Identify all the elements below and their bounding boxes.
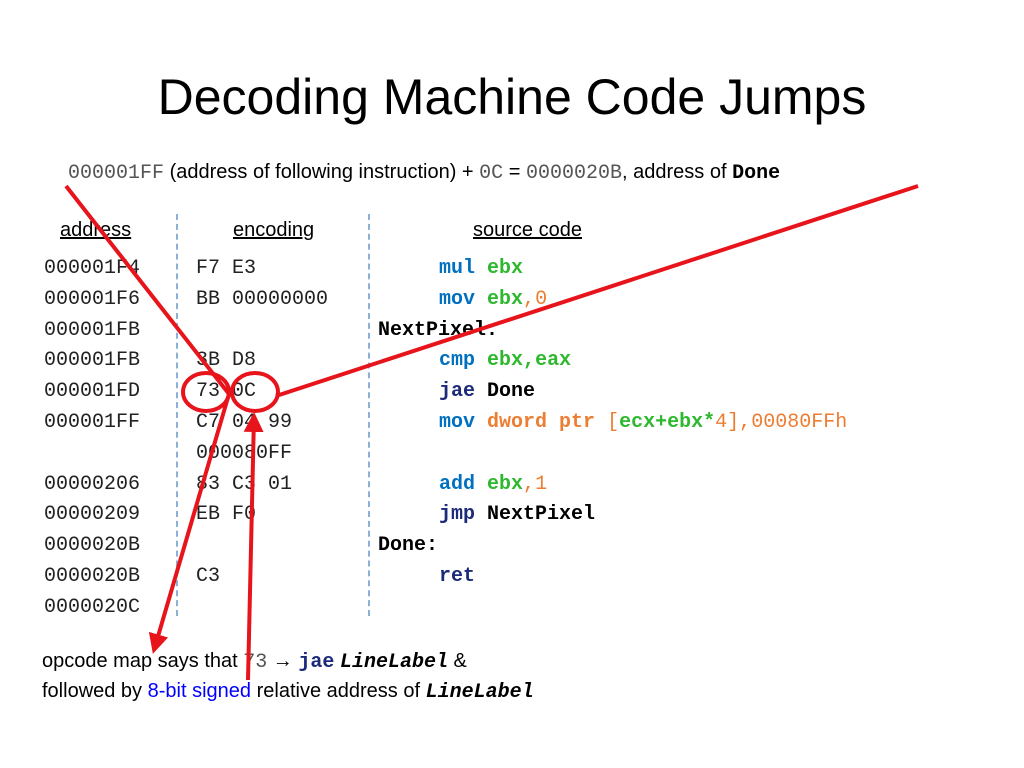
source-opcode: ret xyxy=(439,564,476,588)
source-opcode: mov xyxy=(439,410,476,434)
annotation-line-formula xyxy=(64,184,231,396)
address-cell: 000001FD xyxy=(44,380,141,404)
header-encoding: encoding xyxy=(233,219,315,241)
encoding-column: F7 E3 BB 00000000 3B D8 73 0C C7 04 99 0… xyxy=(196,254,328,624)
note-text: opcode map says that xyxy=(42,650,244,672)
formula-target: Done xyxy=(732,162,781,185)
source-immediate: 1 xyxy=(535,472,548,496)
source-comma: , xyxy=(523,472,536,496)
arrow-to-offset xyxy=(243,412,264,681)
source-label: NextPixel: xyxy=(378,318,499,342)
encoding-cell: BB 00000000 xyxy=(196,287,329,311)
source-immediate: 00080FFh xyxy=(751,410,848,434)
source-size-spec: dword ptr xyxy=(487,410,596,434)
address-cell: 000001F6 xyxy=(44,287,141,311)
address-cell: 0000020B xyxy=(44,564,141,588)
slide-title: Decoding Machine Code Jumps xyxy=(157,69,867,125)
address-cell: 00000206 xyxy=(44,472,141,496)
source-line: ret xyxy=(378,562,847,593)
source-line: Done: xyxy=(378,531,847,562)
source-line: jmp NextPixel xyxy=(378,500,847,531)
source-register: ebx xyxy=(487,257,524,280)
source-opcode: jae xyxy=(439,380,476,404)
address-cell: 000001F4 xyxy=(44,257,141,280)
source-register: ebx xyxy=(487,472,524,496)
source-register: ebx xyxy=(667,410,704,434)
source-opcode: add xyxy=(439,472,476,496)
source-bracket: [ xyxy=(607,410,620,434)
address-cell: 000001FF xyxy=(44,410,141,434)
encoding-cell: C3 xyxy=(196,564,221,588)
source-opcode: cmp xyxy=(439,349,476,373)
note-line-2: followed by 8-bit signed relative addres… xyxy=(42,676,534,708)
source-comma: , xyxy=(523,349,536,373)
note-mnemonic: jae xyxy=(298,651,335,674)
encoding-cell: F7 E3 xyxy=(196,257,257,280)
annotation-line-offset xyxy=(275,184,919,398)
source-bracket: ], xyxy=(727,410,752,434)
formula-result: 0000020B xyxy=(525,162,622,185)
address-cell: 0000020B xyxy=(44,534,141,558)
column-separator-1 xyxy=(176,214,178,616)
source-line: jae Done xyxy=(378,377,847,408)
source-plus: + xyxy=(655,410,668,434)
source-line: mov ebx,0 xyxy=(378,285,847,316)
source-scale: 4 xyxy=(715,410,728,434)
address-column: 000001F4 000001F6 000001FB 000001FB 0000… xyxy=(44,254,140,624)
formula-equals: = xyxy=(503,161,526,183)
source-register: ebx xyxy=(487,287,524,311)
header-address: address xyxy=(60,219,132,241)
address-cell: 00000209 xyxy=(44,503,141,527)
encoding-cell: 000080FF xyxy=(196,441,293,465)
source-label: Done: xyxy=(378,534,439,558)
formula-text-1: (address of following instruction) + xyxy=(164,161,480,183)
note-highlight: 8-bit signed xyxy=(147,680,252,702)
encoding-cell: 73 0C xyxy=(196,380,257,404)
source-register: eax xyxy=(535,349,572,373)
source-line: NextPixel: xyxy=(378,316,847,347)
source-column: mul ebx mov ebx,0 NextPixel: cmp ebx,eax… xyxy=(378,254,847,593)
formula-line: 000001FF (address of following instructi… xyxy=(68,158,780,188)
source-immediate: 0 xyxy=(535,287,548,311)
note-text: relative address of xyxy=(251,680,426,702)
column-separator-2 xyxy=(368,214,370,616)
source-register: ebx xyxy=(487,349,524,373)
formula-offset: 0C xyxy=(479,162,504,185)
source-jump-target: NextPixel xyxy=(487,503,596,527)
source-jump-target: Done xyxy=(487,380,536,404)
formula-text-2: , address of xyxy=(622,161,733,183)
address-cell: 000001FB xyxy=(44,318,141,342)
note-arrow: → xyxy=(267,650,299,672)
source-opcode: mov xyxy=(439,287,476,311)
note-text: followed by xyxy=(42,680,148,702)
arrow-to-opcode-note xyxy=(148,393,231,654)
encoding-cell: 83 C3 01 xyxy=(196,472,293,496)
source-opcode: mul xyxy=(439,257,476,280)
source-register: ecx xyxy=(619,410,656,434)
formula-address: 000001FF xyxy=(68,162,165,185)
source-line: cmp ebx,eax xyxy=(378,346,847,377)
circle-opcode-73 xyxy=(181,371,231,413)
address-cell: 000001FB xyxy=(44,349,141,373)
source-opcode: jmp xyxy=(439,503,476,527)
note-line-label: LineLabel xyxy=(425,681,534,704)
encoding-cell: 3B D8 xyxy=(196,349,257,373)
source-line: add ebx,1 xyxy=(378,470,847,501)
source-star: * xyxy=(703,410,716,434)
address-cell: 0000020C xyxy=(44,595,141,619)
circle-offset-0c xyxy=(230,371,280,413)
source-line: mov dword ptr [ecx+ebx*4],00080FFh xyxy=(378,408,847,439)
source-line: mul ebx xyxy=(378,254,847,285)
note-line-label: LineLabel xyxy=(339,651,448,674)
note-ampersand: & xyxy=(447,650,467,672)
source-comma: , xyxy=(523,287,536,311)
header-source-code: source code xyxy=(473,219,582,241)
